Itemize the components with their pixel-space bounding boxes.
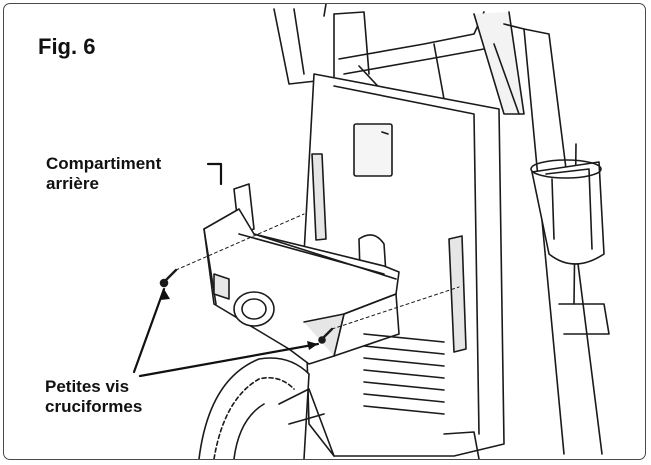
- rear-compartment-label-line2: arrière: [46, 174, 99, 194]
- rear-compartment-label: Compartiment arrière: [44, 154, 164, 195]
- small-screws-label-line2: cruciformes: [45, 397, 143, 417]
- small-screws-label: Petites vis cruciformes: [43, 377, 145, 418]
- wheel-left: [198, 357, 310, 459]
- rear-compartment-part: [203, 183, 400, 365]
- callout-leaders: [132, 162, 320, 378]
- figure-frame: Fig. 6 Compartiment arrière Petites vis …: [3, 3, 646, 460]
- vent-slots: [321, 275, 445, 415]
- lower-frame: [278, 388, 480, 459]
- rear-compartment-label-line1: Compartiment: [46, 154, 162, 173]
- alignment-lines: [175, 213, 460, 330]
- washer-body: [303, 73, 505, 457]
- figure-title: Fig. 6: [38, 34, 96, 59]
- screw-right: [318, 327, 334, 344]
- screw-left: [159, 268, 178, 288]
- small-screws-label-line1: Petites vis: [45, 377, 130, 396]
- leader-arrowheads: [160, 289, 318, 350]
- cup-holder: [530, 159, 605, 265]
- label-plate: [353, 123, 393, 177]
- pressure-washer-illustration: [132, 4, 610, 459]
